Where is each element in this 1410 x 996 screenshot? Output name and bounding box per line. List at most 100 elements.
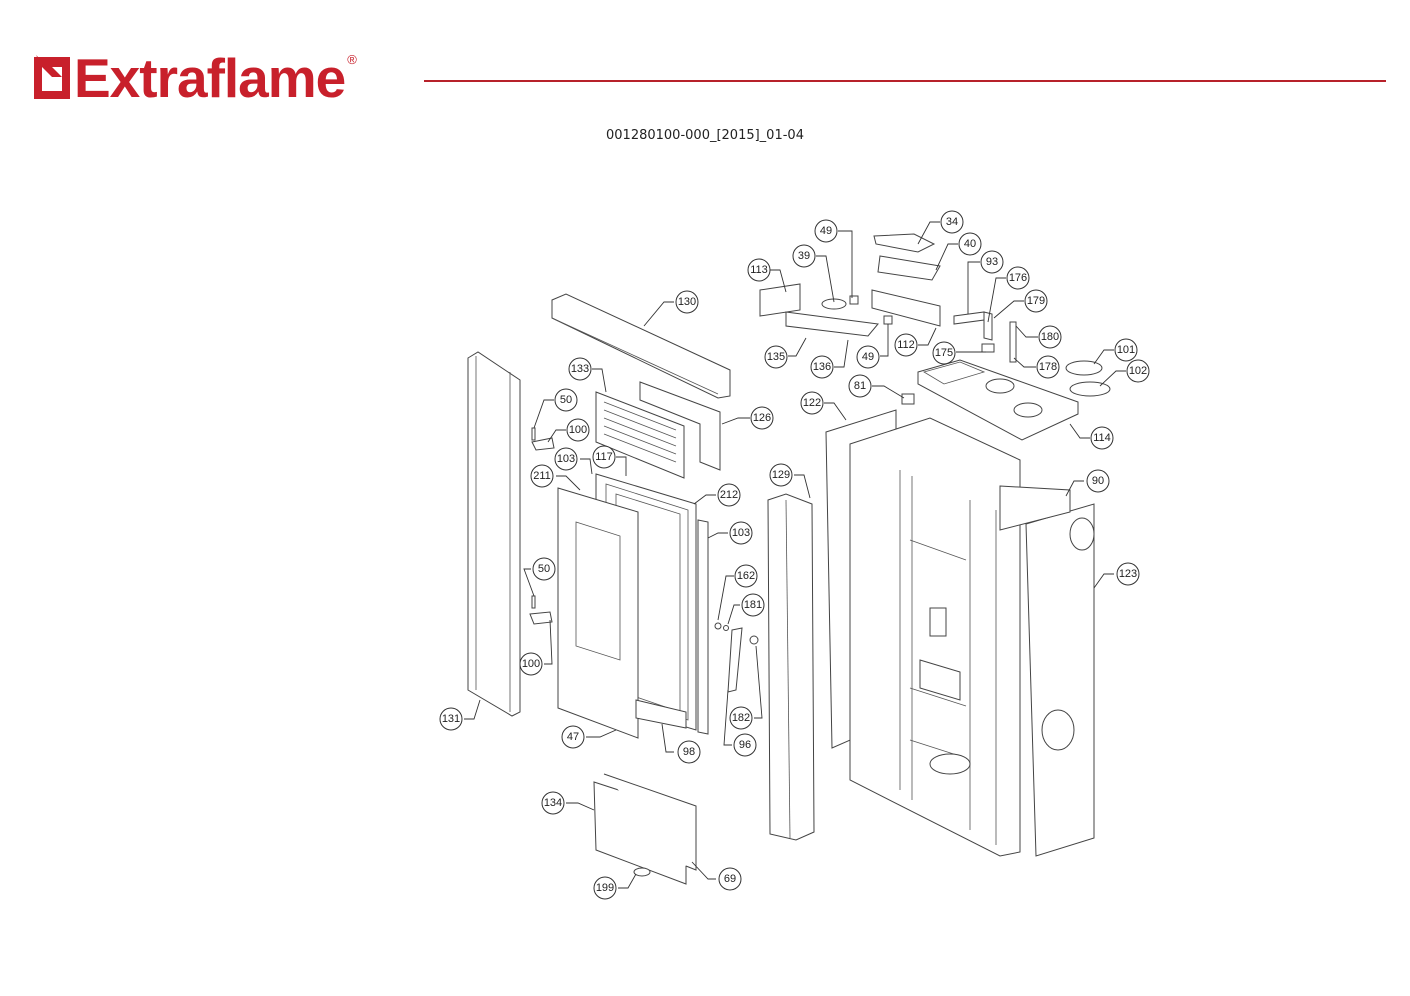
svg-text:49: 49 (820, 225, 832, 237)
svg-text:211: 211 (533, 470, 551, 482)
svg-text:103: 103 (732, 527, 750, 539)
svg-text:81: 81 (854, 380, 866, 392)
part-front-column (767, 493, 815, 841)
svg-text:212: 212 (720, 489, 738, 501)
callout-114: 114 (1090, 426, 1114, 450)
part-door-glass (557, 487, 639, 739)
callout-112: 112 (894, 333, 918, 357)
part-bottom-trim (635, 699, 687, 729)
svg-text:181: 181 (744, 599, 762, 611)
svg-text:101: 101 (1117, 344, 1135, 356)
svg-text:133: 133 (571, 363, 589, 375)
svg-text:47: 47 (567, 731, 579, 743)
svg-text:130: 130 (678, 296, 696, 308)
svg-text:178: 178 (1039, 361, 1057, 373)
callout-47: 47 (561, 725, 585, 749)
callout-81: 81 (848, 374, 872, 398)
callout-103: 103 (729, 521, 753, 545)
part-top-cover (917, 359, 1079, 441)
brand-name: Extraflame (74, 47, 346, 109)
svg-text:69: 69 (724, 873, 736, 885)
svg-text:179: 179 (1027, 295, 1045, 307)
svg-text:114: 114 (1093, 432, 1111, 444)
callout-102: 102 (1126, 359, 1150, 383)
svg-text:123: 123 (1119, 568, 1137, 580)
callout-113: 113 (747, 258, 771, 282)
svg-text:182: 182 (732, 712, 750, 724)
callout-40: 40 (958, 232, 982, 256)
header-rule (424, 80, 1386, 82)
svg-text:129: 129 (772, 469, 790, 481)
callout-49: 49 (856, 345, 880, 369)
callout-34: 34 (940, 210, 964, 234)
svg-text:103: 103 (557, 453, 575, 465)
callout-212: 212 (717, 483, 741, 507)
document-code: 001280100-000_[2015]_01-04 (606, 128, 804, 143)
svg-text:98: 98 (683, 746, 695, 758)
part-right-side-panel (1025, 503, 1095, 857)
svg-text:93: 93 (986, 256, 998, 268)
callout-176: 176 (1006, 266, 1030, 290)
callout-49: 49 (814, 219, 838, 243)
part-gasket-101 (1065, 360, 1103, 376)
callout-134: 134 (541, 791, 565, 815)
part-washer (714, 622, 722, 630)
callout-69: 69 (718, 867, 742, 891)
svg-text:175: 175 (935, 347, 953, 359)
callout-129: 129 (769, 463, 793, 487)
callout-96: 96 (733, 733, 757, 757)
svg-text:199: 199 (596, 882, 614, 894)
part-hinge-lower (529, 611, 553, 625)
callout-103: 103 (554, 447, 578, 471)
part-stove-body (849, 417, 1021, 857)
callout-100: 100 (519, 652, 543, 676)
callout-135: 135 (764, 345, 788, 369)
callout-123: 123 (1116, 562, 1140, 586)
callout-122: 122 (800, 391, 824, 415)
part-nut (723, 625, 729, 631)
callout-179: 179 (1024, 289, 1048, 313)
callout-178: 178 (1036, 355, 1060, 379)
callout-50: 50 (554, 388, 578, 412)
callout-180: 180 (1038, 325, 1062, 349)
callout-199: 199 (593, 876, 617, 900)
svg-text:122: 122 (803, 397, 821, 409)
svg-text:134: 134 (544, 797, 562, 809)
part-pin-lower (531, 595, 536, 609)
callout-181: 181 (741, 593, 765, 617)
callout-182: 182 (729, 706, 753, 730)
svg-text:176: 176 (1009, 272, 1027, 284)
callout-175: 175 (932, 341, 956, 365)
callout-98: 98 (677, 740, 701, 764)
svg-text:34: 34 (946, 216, 958, 228)
callout-211: 211 (530, 464, 554, 488)
leader-lines (464, 221, 1126, 889)
svg-text:49: 49 (862, 351, 874, 363)
svg-text:126: 126 (753, 412, 771, 424)
flame-logo-icon (34, 55, 70, 99)
svg-text:113: 113 (750, 264, 768, 276)
svg-text:50: 50 (538, 563, 550, 575)
callout-50: 50 (532, 557, 556, 581)
svg-text:100: 100 (522, 658, 540, 670)
callout-130: 130 (675, 290, 699, 314)
part-knob (749, 635, 759, 645)
part-top-front-cover (551, 293, 731, 399)
part-gasket-102 (1069, 381, 1111, 397)
svg-text:136: 136 (813, 361, 831, 373)
svg-text:39: 39 (798, 250, 810, 262)
svg-text:102: 102 (1129, 365, 1147, 377)
part-rear-frame (999, 485, 1071, 531)
svg-text:100: 100 (569, 424, 587, 436)
callout-131: 131 (439, 707, 463, 731)
svg-text:50: 50 (560, 394, 572, 406)
callout-39: 39 (792, 244, 816, 268)
svg-text:90: 90 (1092, 475, 1104, 487)
brand-logo: Extraflame ® (34, 50, 357, 106)
svg-text:135: 135 (767, 351, 785, 363)
callout-101: 101 (1114, 338, 1138, 362)
svg-text:40: 40 (964, 238, 976, 250)
part-left-side-panel (467, 351, 521, 717)
svg-text:112: 112 (897, 339, 915, 351)
callout-136: 136 (810, 355, 834, 379)
